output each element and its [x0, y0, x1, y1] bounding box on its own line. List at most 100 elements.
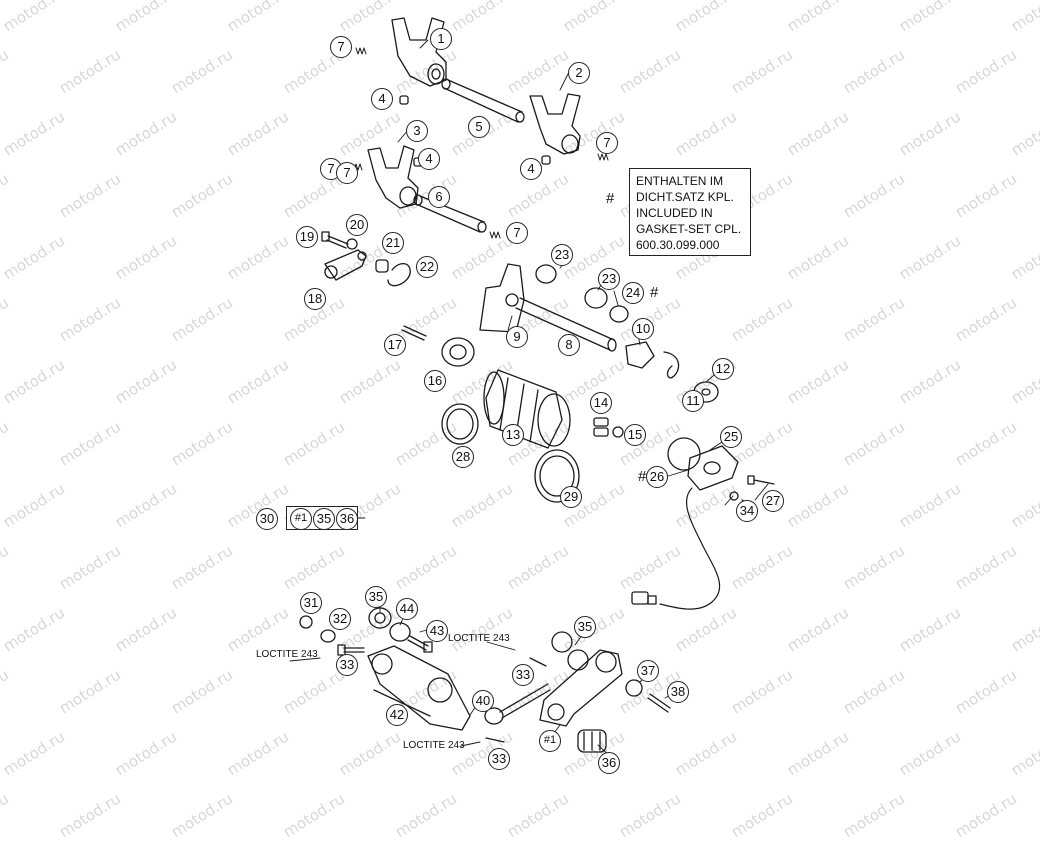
note-line: ENTHALTEN IM: [636, 174, 724, 188]
callout-37: 37: [637, 660, 659, 682]
callout-27: 27: [762, 490, 784, 512]
gasket-set-note: ENTHALTEN IM DICHT.SATZ KPL. INCLUDED IN…: [629, 168, 751, 256]
hash-mark: #: [638, 468, 647, 485]
callout-44: 44: [396, 598, 418, 620]
bearing-29: [534, 449, 580, 503]
callout-12: 12: [712, 358, 734, 380]
callout-31: 31: [300, 592, 322, 614]
callout-25: 25: [720, 426, 742, 448]
callout-4: 4: [418, 148, 440, 170]
shift-rail-5: [441, 78, 525, 123]
callout-19: 19: [296, 226, 318, 248]
screw-33: [337, 644, 365, 656]
watermark-text: motod.ru: [280, 789, 348, 841]
screw-17: [401, 325, 427, 341]
callout-20: 20: [346, 214, 368, 236]
callout-24: 24: [622, 282, 644, 304]
shift-lever: [539, 649, 623, 727]
callout-16: 16: [424, 370, 446, 392]
washer-31: [299, 615, 313, 629]
note-line: INCLUDED IN: [636, 206, 713, 220]
watermark-text: motod.ru: [504, 789, 572, 841]
o-ring-26: [667, 437, 701, 471]
shift-shaft-8: [515, 297, 617, 352]
shift-fork-3: [367, 145, 419, 209]
callout-43: 43: [426, 620, 448, 642]
bearing-guide-16: [441, 337, 475, 367]
screw-33b: [485, 657, 547, 743]
note-line: 600.30.099.000: [636, 238, 720, 252]
joint-40: [484, 683, 551, 725]
washer-34: [729, 491, 739, 501]
shift-linkage-42: [367, 645, 471, 731]
callout-7: 7: [330, 36, 352, 58]
spring-22: [387, 263, 411, 287]
callout-33: 33: [488, 748, 510, 770]
callout-17: 17: [384, 334, 406, 356]
callout-18: 18: [304, 288, 326, 310]
callout-11: 11: [682, 390, 704, 412]
callout-40: 40: [472, 690, 494, 712]
spring-washer-32: [320, 629, 336, 643]
watermark-text: motod.ru: [616, 789, 684, 841]
callout-38: 38: [667, 681, 689, 703]
callout-23: 23: [551, 244, 573, 266]
bolt-38: [647, 693, 671, 713]
callout-7: 7: [506, 222, 528, 244]
callout-42: 42: [386, 704, 408, 726]
shift-fork-1: [391, 17, 447, 87]
note-line: DICHT.SATZ KPL.: [636, 190, 734, 204]
lever-tip-36: [577, 729, 607, 753]
callout-7: 7: [596, 132, 618, 154]
bearing-23b: [584, 287, 608, 309]
shift-plate-9: [479, 263, 525, 333]
callout-7: 7: [336, 162, 358, 184]
gear-sensor-25: [631, 445, 739, 610]
callout-32: 32: [329, 608, 351, 630]
seal-24: [609, 305, 629, 323]
callout-9: 9: [506, 326, 528, 348]
hash-mark: #: [650, 284, 659, 301]
shift-drum-13: [483, 369, 571, 449]
callout-2: 2: [568, 62, 590, 84]
bushing-35a: [368, 607, 392, 629]
parts-drawing: [285, 17, 775, 759]
callout-4: 4: [520, 158, 542, 180]
screw-27: [747, 475, 775, 485]
shift-fork-2: [529, 93, 581, 155]
callout-22: 22: [416, 256, 438, 278]
watermark-text: motod.ru: [168, 789, 236, 841]
bolt-43: [407, 635, 433, 653]
watermark-text: motod.ru: [728, 789, 796, 841]
callout-33: 33: [512, 664, 534, 686]
callout-set-member: 36: [336, 508, 358, 530]
callout-13: 13: [502, 424, 524, 446]
bearing-23a: [535, 264, 557, 284]
callout-28: 28: [452, 446, 474, 468]
callout-29: 29: [560, 486, 582, 508]
callout-21: 21: [382, 232, 404, 254]
callout-3: 3: [406, 120, 428, 142]
callout-34: 34: [736, 500, 758, 522]
watermark-text: motod.ru: [840, 789, 908, 841]
callout-23: 23: [598, 268, 620, 290]
lever-arm-18: [324, 249, 367, 281]
callout-33: 33: [336, 654, 358, 676]
bushing-21: [375, 259, 389, 273]
callout-15: 15: [624, 424, 646, 446]
shift-rail-6: [413, 194, 487, 233]
callout-set-member: #1: [290, 508, 312, 530]
callout-hash-1: #1: [539, 730, 561, 752]
watermark-text: motod.ru: [392, 789, 460, 841]
callout-35: 35: [365, 586, 387, 608]
washer-37: [625, 679, 643, 697]
loctite-label: LOCTITE 243: [448, 633, 510, 644]
callout-35: 35: [574, 616, 596, 638]
watermark-text: motod.ru: [56, 789, 124, 841]
callout-set-label: 30: [256, 508, 278, 530]
guide-10: [625, 341, 655, 369]
callout-14: 14: [590, 392, 612, 414]
callout-set-member: 35: [313, 508, 335, 530]
washer-20: [346, 238, 358, 250]
